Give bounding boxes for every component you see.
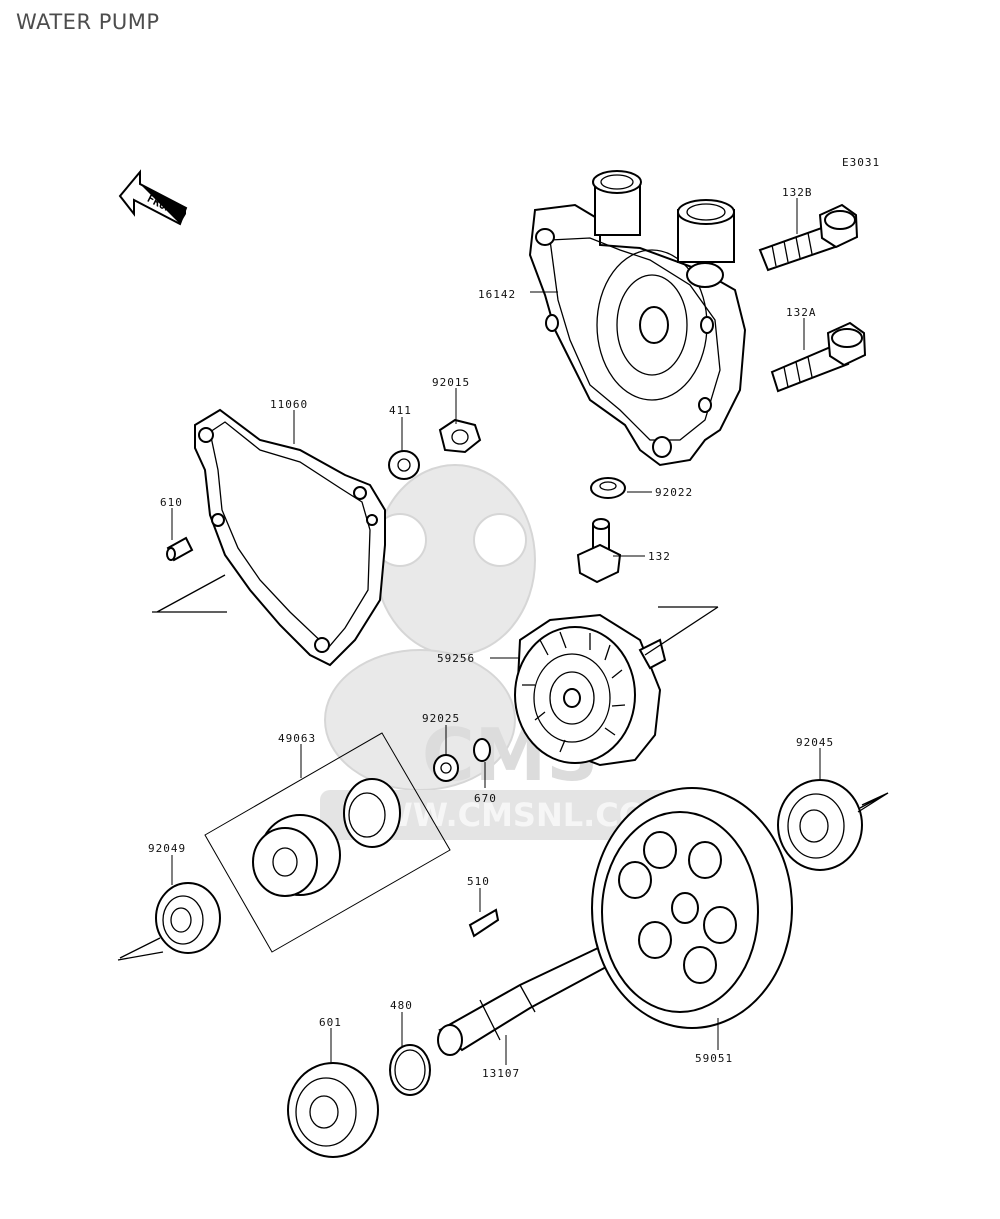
page-title: WATER PUMP: [16, 10, 160, 34]
bolt-132b: [758, 203, 859, 272]
part-label-11060: 11060: [270, 398, 308, 411]
part-label-411: 411: [389, 404, 412, 417]
part-label-610: 610: [160, 496, 183, 509]
part-label-92015: 92015: [432, 376, 470, 389]
pump-cover-16142: [528, 170, 747, 467]
part-label-59051: 59051: [695, 1052, 733, 1065]
ring-670: [473, 738, 491, 762]
front-arrow-icon: FRONT: [118, 169, 188, 226]
shaft-13107: [437, 946, 610, 1056]
washer-92025: [433, 754, 459, 782]
key-510: [468, 908, 500, 938]
gasket-11060: [194, 408, 386, 667]
pin-610: [166, 536, 194, 562]
part-label-92049: 92049: [148, 842, 186, 855]
part-label-92025: 92025: [422, 712, 460, 725]
part-label-13107: 13107: [482, 1067, 520, 1080]
part-label-670: 670: [474, 792, 497, 805]
part-label-480: 480: [390, 999, 413, 1012]
part-label-132a: 132A: [786, 306, 817, 319]
part-label-510: 510: [467, 875, 490, 888]
seal-kit-49063: [204, 732, 451, 953]
part-labels: 132B 16142 132A 11060 411 92015 610 9202…: [148, 186, 834, 1080]
part-label-92022: 92022: [655, 486, 693, 499]
nut-92015: [438, 418, 482, 454]
part-label-601: 601: [319, 1016, 342, 1029]
part-label-49063: 49063: [278, 732, 316, 745]
bearing-601: [287, 1062, 379, 1158]
part-label-59256: 59256: [437, 652, 475, 665]
bearing-92045: [777, 779, 863, 871]
bearing-92049: [155, 882, 221, 954]
part-label-132: 132: [648, 550, 671, 563]
watermark: CMS WWW.CMSNL.COM: [320, 464, 700, 840]
washer-92022: [590, 477, 626, 499]
washer-411: [388, 450, 420, 480]
part-label-16142: 16142: [478, 288, 516, 301]
bolt-132: [576, 518, 622, 584]
impeller-59256: [514, 613, 667, 767]
part-label-132b: 132B: [782, 186, 813, 199]
bolt-132a: [770, 321, 867, 393]
axis-lines: [117, 574, 889, 961]
part-label-92045: 92045: [796, 736, 834, 749]
snap-ring-480: [389, 1044, 431, 1096]
gear-59051: [591, 787, 793, 1029]
diagram-code: E3031: [842, 156, 880, 169]
leader-lines: [171, 198, 821, 1065]
